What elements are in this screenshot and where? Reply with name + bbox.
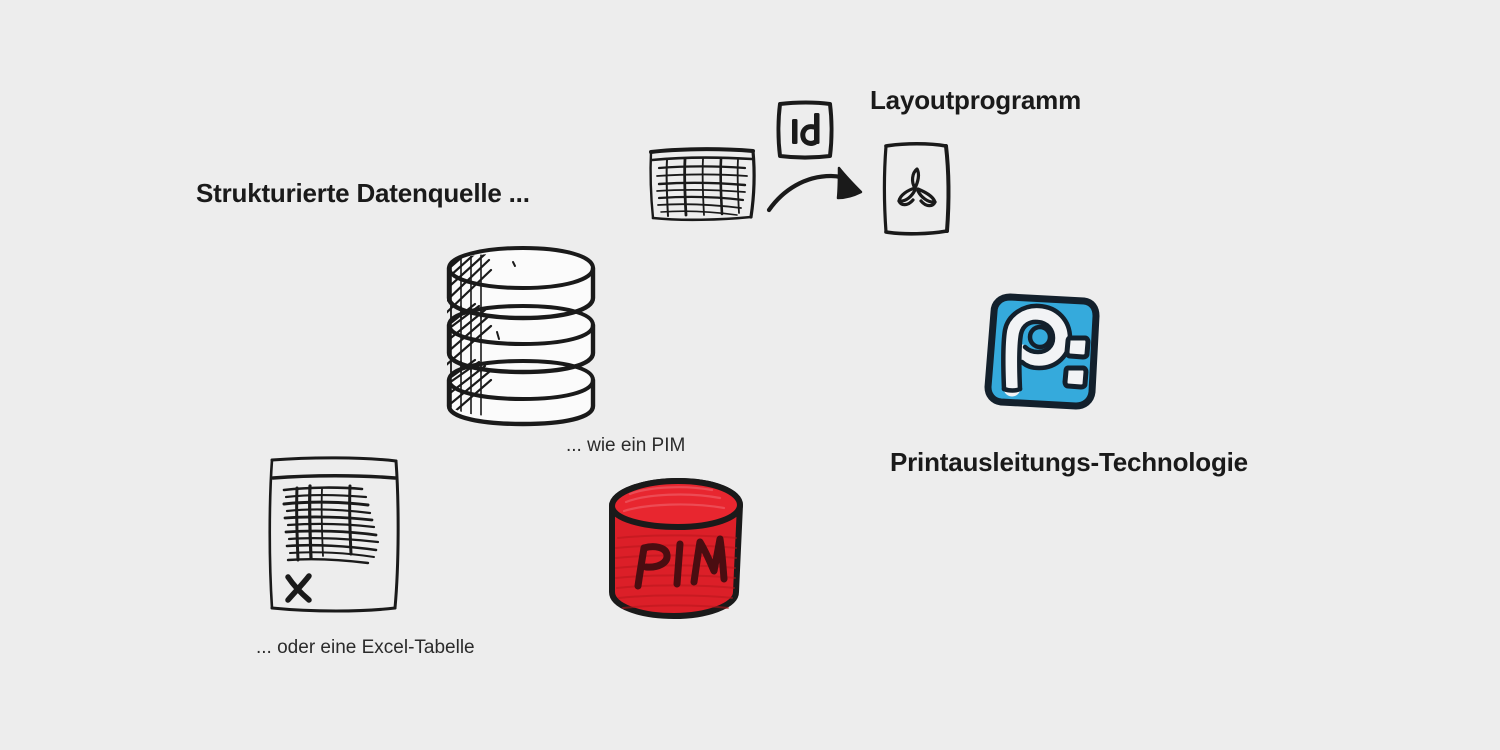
excel-document-icon bbox=[262, 452, 412, 617]
table-grid-icon bbox=[645, 140, 765, 230]
pdf-document-icon bbox=[878, 138, 956, 240]
priint-logo-icon[interactable] bbox=[978, 292, 1106, 414]
indesign-icon bbox=[770, 96, 842, 166]
label-layoutprogramm: Layoutprogramm bbox=[870, 85, 1082, 115]
label-strukturierte-datenquelle: Strukturierte Datenquelle ... bbox=[196, 178, 530, 208]
database-stack-icon bbox=[435, 240, 615, 430]
caption-wie-ein-pim: ... wie ein PIM bbox=[566, 435, 686, 456]
caption-oder-eine-excel-tabelle: ... oder eine Excel-Tabelle bbox=[256, 637, 475, 658]
curved-arrow-icon bbox=[765, 148, 875, 218]
pim-database-icon bbox=[596, 472, 756, 627]
label-printausleitungs-technologie: Printausleitungs-Technologie bbox=[890, 447, 1248, 477]
